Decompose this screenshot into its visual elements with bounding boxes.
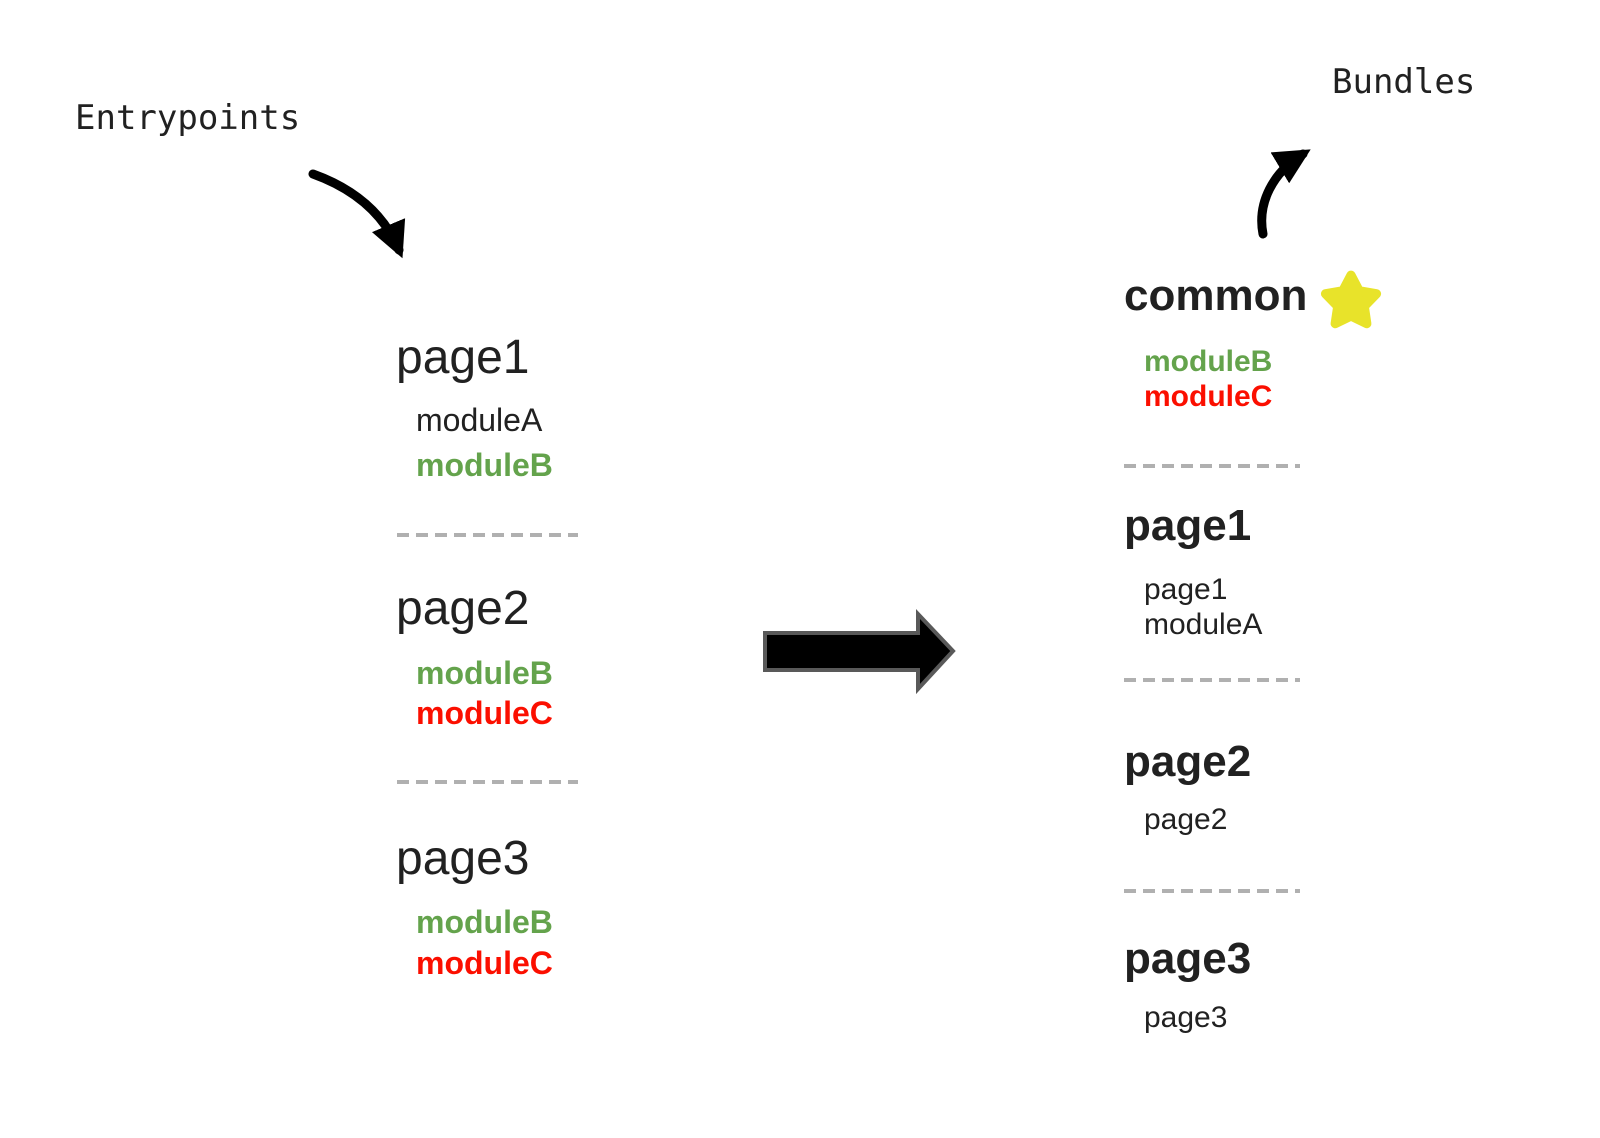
- separator-dashed: [1124, 464, 1300, 468]
- separator-dashed: [1124, 889, 1300, 893]
- module-item: moduleC: [1144, 380, 1273, 413]
- module-item: page1: [1144, 573, 1228, 606]
- module-item: moduleB: [416, 447, 553, 483]
- module-item: page2: [1144, 803, 1228, 836]
- entry-title: page1: [396, 331, 530, 384]
- curved-arrow-down-icon: [308, 169, 406, 259]
- module-item: moduleA: [416, 402, 543, 438]
- bundles-label: Bundles: [1332, 62, 1476, 102]
- module-item: moduleB: [416, 904, 553, 940]
- module-item: page3: [1144, 1001, 1228, 1034]
- bundle-title: page2: [1124, 737, 1252, 786]
- entrypoints-label: Entrypoints: [75, 98, 301, 138]
- module-item: moduleB: [1144, 345, 1273, 378]
- separator-dashed: [397, 780, 578, 784]
- module-item: moduleA: [1144, 608, 1263, 641]
- curved-arrow-up-icon: [1257, 149, 1311, 239]
- module-item: moduleC: [416, 695, 553, 731]
- separator-dashed: [397, 533, 578, 537]
- bundle-title: common: [1124, 271, 1308, 320]
- separator-dashed: [1124, 678, 1300, 682]
- module-item: moduleC: [416, 945, 553, 981]
- entry-title: page3: [396, 832, 530, 885]
- right-block-arrow-icon: [763, 608, 956, 695]
- star-icon: [1320, 270, 1382, 329]
- module-item: moduleB: [416, 655, 553, 691]
- bundle-title: page3: [1124, 934, 1252, 983]
- entry-title: page2: [396, 582, 530, 635]
- bundle-title: page1: [1124, 501, 1252, 550]
